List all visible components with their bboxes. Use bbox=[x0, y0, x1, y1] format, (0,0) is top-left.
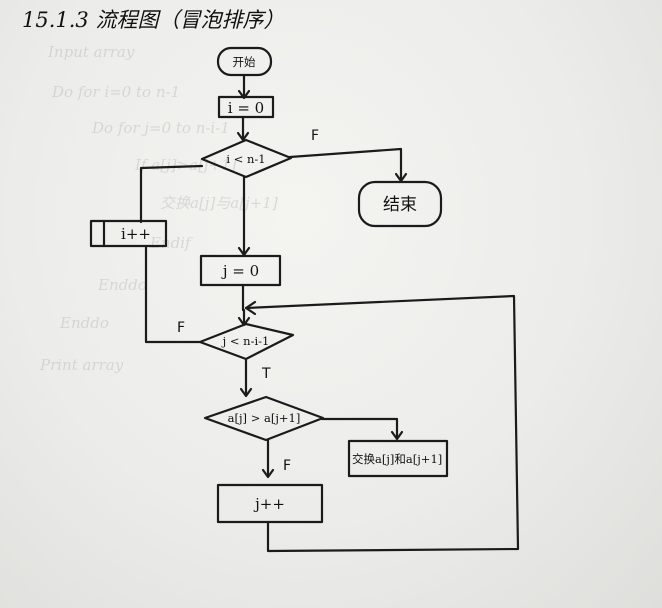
ghost-line: Input array bbox=[47, 43, 135, 61]
edge-label-j-true: T bbox=[261, 366, 271, 382]
init-i-label: i = 0 bbox=[228, 99, 264, 117]
edge-label-swap-false: F bbox=[283, 458, 291, 474]
line-cond-j-false-to-inc-i bbox=[144, 244, 202, 344]
end-terminal: 结束 bbox=[357, 180, 443, 228]
cond-swap-decision: a[j] > a[j+1] bbox=[203, 395, 325, 442]
init-j-label: j = 0 bbox=[221, 262, 259, 280]
start-label: 开始 bbox=[233, 55, 256, 69]
arrow-inc-j-loop-back bbox=[244, 294, 520, 553]
ghost-line: Enddo bbox=[97, 276, 147, 294]
arrow-cond-swap-true-to-swap bbox=[320, 417, 399, 440]
arrowhead bbox=[236, 131, 250, 142]
edge-label-i-false: F bbox=[311, 128, 319, 144]
swap-label: 交换a[j]和a[j+1] bbox=[352, 452, 442, 466]
show-through-text: Input array Do for i=0 to n-1 Do for j=0… bbox=[39, 43, 278, 374]
swap-box: 交换a[j]和a[j+1] bbox=[347, 439, 449, 478]
connectors bbox=[139, 74, 520, 553]
ghost-line: Print array bbox=[39, 356, 124, 374]
arrowhead bbox=[244, 300, 257, 316]
line-cond-i-to-inc-i bbox=[139, 164, 204, 224]
cond-swap-label: a[j] > a[j+1] bbox=[228, 411, 301, 425]
arrowhead bbox=[390, 430, 404, 441]
edge-label-j-false: F bbox=[177, 320, 185, 336]
page-title: 15.1.3 流程图（冒泡排序） bbox=[22, 8, 284, 32]
inc-j-label: j++ bbox=[253, 495, 285, 513]
ghost-line: Enddo bbox=[59, 314, 109, 332]
cond-i-label: i < n-1 bbox=[226, 152, 265, 166]
start-terminal: 开始 bbox=[216, 46, 273, 77]
arrowhead bbox=[261, 468, 275, 479]
cond-j-decision: j < n-i-1 bbox=[198, 322, 295, 361]
cond-i-decision: i < n-1 bbox=[200, 138, 293, 179]
cond-j-label: j < n-i-1 bbox=[221, 334, 270, 348]
init-i-box: i = 0 bbox=[217, 95, 275, 119]
arrowhead bbox=[239, 387, 253, 398]
ghost-line: 交换a[j]与a[j+1] bbox=[160, 194, 278, 212]
init-j-box: j = 0 bbox=[199, 254, 282, 287]
ghost-line: If a[j]>a[j+1] bbox=[134, 156, 237, 174]
end-label: 结束 bbox=[383, 195, 417, 215]
arrow-cond-i-false-to-end bbox=[288, 147, 403, 182]
inc-j-box: j++ bbox=[216, 483, 324, 524]
ghost-line: Do for i=0 to n-1 bbox=[51, 83, 180, 101]
ghost-line: Do for j=0 to n-i-1 bbox=[91, 119, 230, 137]
inc-i-label: i++ bbox=[121, 225, 151, 243]
ghost-line: Endif bbox=[149, 234, 193, 252]
inc-i-box: i++ bbox=[89, 219, 168, 248]
